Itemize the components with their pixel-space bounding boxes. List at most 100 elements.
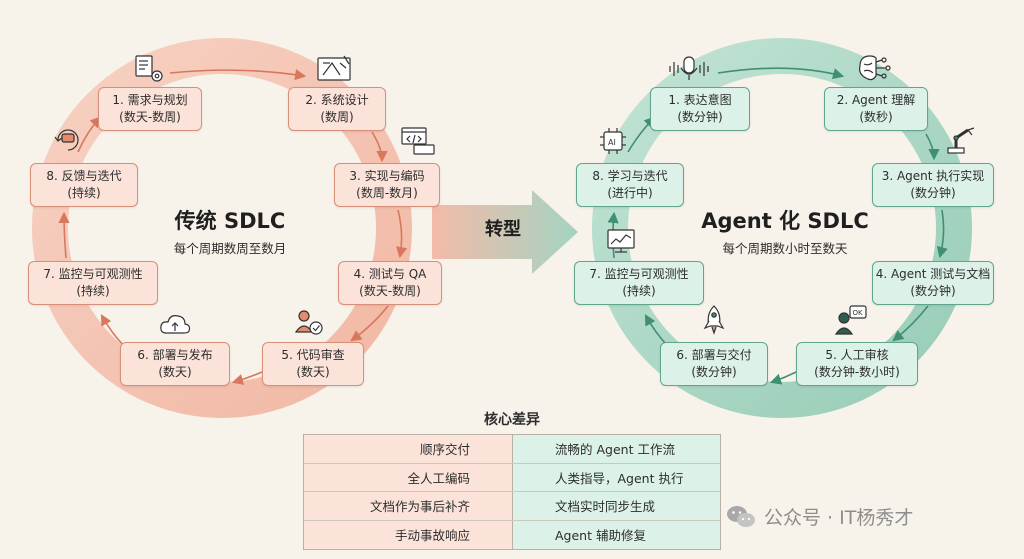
code-keyboard-icon [401, 127, 435, 155]
agent-arrow-2-3 [925, 133, 940, 161]
agentic-sdlc-title: Agent 化 SDLC [701, 209, 869, 233]
agentic-sdlc-subtitle: 每个周期数小时至数天 [722, 241, 848, 256]
trad-arrow-2-3 [371, 131, 388, 163]
step-label: 3. 实现与编码 [349, 169, 425, 183]
trad-arrow-7-8 [58, 211, 70, 259]
trad-step-deploy: 6. 部署与发布 (数天) [120, 342, 230, 386]
agentic-text: Agent 辅助修复 [555, 528, 646, 544]
step-duration: (数分钟) [910, 284, 956, 298]
step-label: 5. 人工审核 [825, 348, 889, 362]
step-duration: (持续) [622, 284, 656, 298]
document-sync-icon-slot [523, 496, 545, 516]
traditional-cell: 顺序交付 [304, 435, 512, 463]
step-label: 8. 反馈与迭代 [46, 169, 122, 183]
agentic-cell: 文档实时同步生成 [512, 492, 720, 520]
agent-step-monitoring: 7. 监控与可观测性 (持续) [574, 261, 704, 305]
step-duration: (数周) [320, 110, 354, 124]
agent-arrow-4-5 [892, 305, 929, 342]
transformation-arrow [432, 190, 578, 274]
agentic-text: 流畅的 Agent 工作流 [555, 442, 675, 458]
trad-step-testing: 4. 测试与 QA (数天-数周) [338, 261, 442, 305]
agent-arrow-1-2 [717, 67, 845, 80]
comparison-table: 顺序交付 流畅的 Agent 工作流 全人工编码 人类指导，Agent 执行 文… [303, 434, 721, 550]
agent-step-test-docs: 4. Agent 测试与文档 (数分钟) [872, 261, 994, 305]
comparison-row: 文档作为事后补齐 文档实时同步生成 [304, 492, 720, 521]
cloud-upload-icon [160, 315, 191, 334]
trad-step-code-review: 5. 代码审查 (数天) [262, 342, 364, 386]
step-label: 7. 监控与可观测性 [589, 267, 689, 281]
step-duration: (数天-数周) [119, 110, 181, 124]
traditional-sdlc-subtitle: 每个周期数周至数月 [173, 241, 287, 256]
trad-arrow-5-6 [231, 371, 263, 385]
step-label: 7. 监控与可观测性 [43, 267, 143, 281]
keyboard-icon-slot [480, 467, 502, 487]
flowing-workflow-icon-slot [523, 439, 545, 459]
comparison-title: 核心差异 [484, 412, 540, 428]
human-robot-icon-slot [523, 467, 545, 487]
step-duration: (数秒) [859, 110, 893, 124]
agent-step-implement: 3. Agent 执行实现 (数分钟) [872, 163, 994, 207]
traditional-text: 全人工编码 [407, 470, 470, 486]
traditional-text: 顺序交付 [419, 442, 470, 458]
agent-arrow-5-6 [769, 371, 797, 385]
traditional-cell: 手动事故响应 [304, 520, 512, 549]
reviewer-check-icon [294, 310, 323, 335]
transformation-label: 转型 [485, 219, 521, 240]
trad-arrow-3-4 [396, 209, 408, 259]
svg-text:AI: AI [608, 138, 616, 147]
agentic-text: 人类指导，Agent 执行 [555, 470, 684, 486]
step-label: 1. 需求与规划 [112, 93, 188, 107]
trad-step-feedback: 8. 反馈与迭代 (持续) [30, 163, 138, 207]
trad-step-monitoring: 7. 监控与可观测性 (持续) [28, 261, 158, 305]
trad-step-implementation: 3. 实现与编码 (数周-数月) [334, 163, 440, 207]
step-label: 2. Agent 理解 [836, 93, 916, 107]
traditional-cycle-ring [32, 38, 412, 418]
step-duration: (数分钟) [691, 365, 737, 379]
wechat-icon [727, 505, 755, 527]
microphone-waveform-icon [669, 56, 709, 80]
document-gear-icon [135, 55, 163, 82]
step-duration: (数天) [296, 365, 330, 379]
step-duration: (数周-数月) [356, 186, 418, 200]
robot-arm-icon [947, 127, 975, 154]
sequential-arrow-icon-slot [480, 439, 502, 459]
step-duration: (持续) [67, 186, 101, 200]
step-label: 8. 学习与迭代 [592, 169, 668, 183]
traditional-cell: 文档作为事后补齐 [304, 492, 512, 520]
agent-repair-icon-slot [523, 525, 545, 545]
agentic-cell: Agent 辅助修复 [512, 520, 720, 549]
step-duration: (数分钟) [677, 110, 723, 124]
step-label: 2. 系统设计 [305, 93, 369, 107]
agent-step-deploy: 6. 部署与交付 (数分钟) [660, 342, 768, 386]
step-duration: (持续) [76, 284, 110, 298]
agent-arrow-3-4 [936, 209, 948, 259]
step-duration: (进行中) [607, 186, 653, 200]
step-duration: (数分钟) [910, 186, 956, 200]
traditional-text: 文档作为事后补齐 [369, 499, 470, 515]
step-label: 4. Agent 测试与文档 [875, 267, 991, 281]
agentic-cycle-ring [592, 38, 972, 418]
svg-text:OK: OK [853, 309, 864, 317]
step-label: 6. 部署与交付 [676, 348, 752, 362]
traditional-text: 手动事故响应 [394, 528, 470, 544]
step-label: 4. 测试与 QA [353, 267, 427, 281]
step-label: 1. 表达意图 [668, 93, 732, 107]
step-label: 6. 部署与发布 [137, 348, 213, 362]
agent-step-understand: 2. Agent 理解 (数秒) [824, 87, 928, 131]
trad-step-design: 2. 系统设计 (数周) [288, 87, 386, 131]
watermark: 公众号 · IT杨秀才 [726, 503, 913, 530]
rocket-icon [703, 305, 725, 335]
trad-step-requirements: 1. 需求与规划 (数天-数周) [98, 87, 202, 131]
watermark-text: 公众号 · IT杨秀才 [764, 507, 914, 529]
agentic-text: 文档实时同步生成 [555, 499, 656, 515]
comparison-row: 顺序交付 流畅的 Agent 工作流 [304, 435, 720, 464]
feedback-cycle-icon [54, 129, 79, 151]
agent-step-learning: 8. 学习与迭代 (进行中) [576, 163, 684, 207]
document-add-icon-slot [480, 496, 502, 516]
step-duration: (数天) [158, 365, 192, 379]
agentic-cell: 人类指导，Agent 执行 [512, 463, 720, 491]
trad-arrow-1-2 [169, 69, 307, 81]
agent-step-human-review: 5. 人工审核 (数分钟-数小时) [796, 342, 918, 386]
comparison-row: 全人工编码 人类指导，Agent 执行 [304, 463, 720, 492]
agentic-cell: 流畅的 Agent 工作流 [512, 435, 720, 463]
